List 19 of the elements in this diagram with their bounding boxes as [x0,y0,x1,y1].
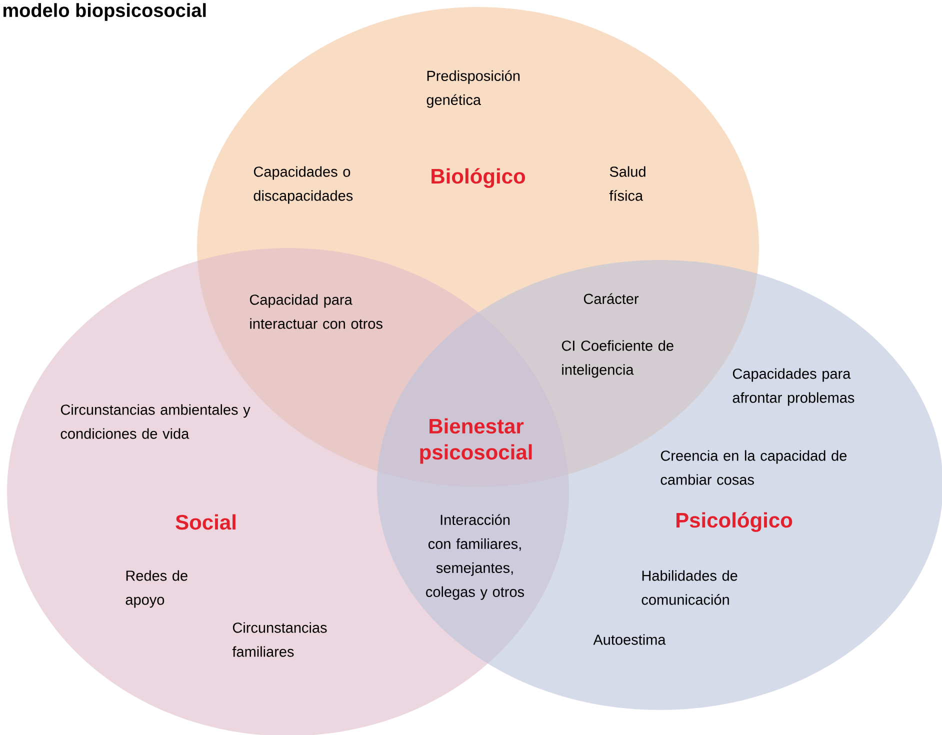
item-text: Capacidades o discapacidades [254,166,353,204]
item-text: Circunstancias ambientales y condiciones de vida [60,404,250,439]
item-text: Predisposición genética [426,70,520,108]
item-text: Capacidades para afrontar problemas [732,368,854,406]
overlap-text: Interacción con familiares, semejantes, colegas y otros [426,514,524,600]
center-heading: Bienestar psicosocial [420,418,532,464]
overlap-text: Capacidad para interactuar con otros [250,294,382,329]
circle-heading: Biológico [432,168,526,188]
item-text: Redes de apoyo [126,570,188,608]
item-text: Autoestima [593,634,666,645]
item-text: Circunstancias familiares [232,622,327,657]
item-text: Salud física [609,166,646,201]
circle-heading: Social [176,514,236,530]
overlap-text: CI Coeficiente de inteligencia [562,340,674,378]
item-text: Habilidades de comunicación [642,570,738,605]
title: modelo biopsicosocial [3,3,206,21]
item-text: Creencia en la capacidad de cambiar cosas [660,450,847,485]
overlap-text: Carácter [584,293,639,304]
circle-heading: Psicológico [676,512,792,532]
